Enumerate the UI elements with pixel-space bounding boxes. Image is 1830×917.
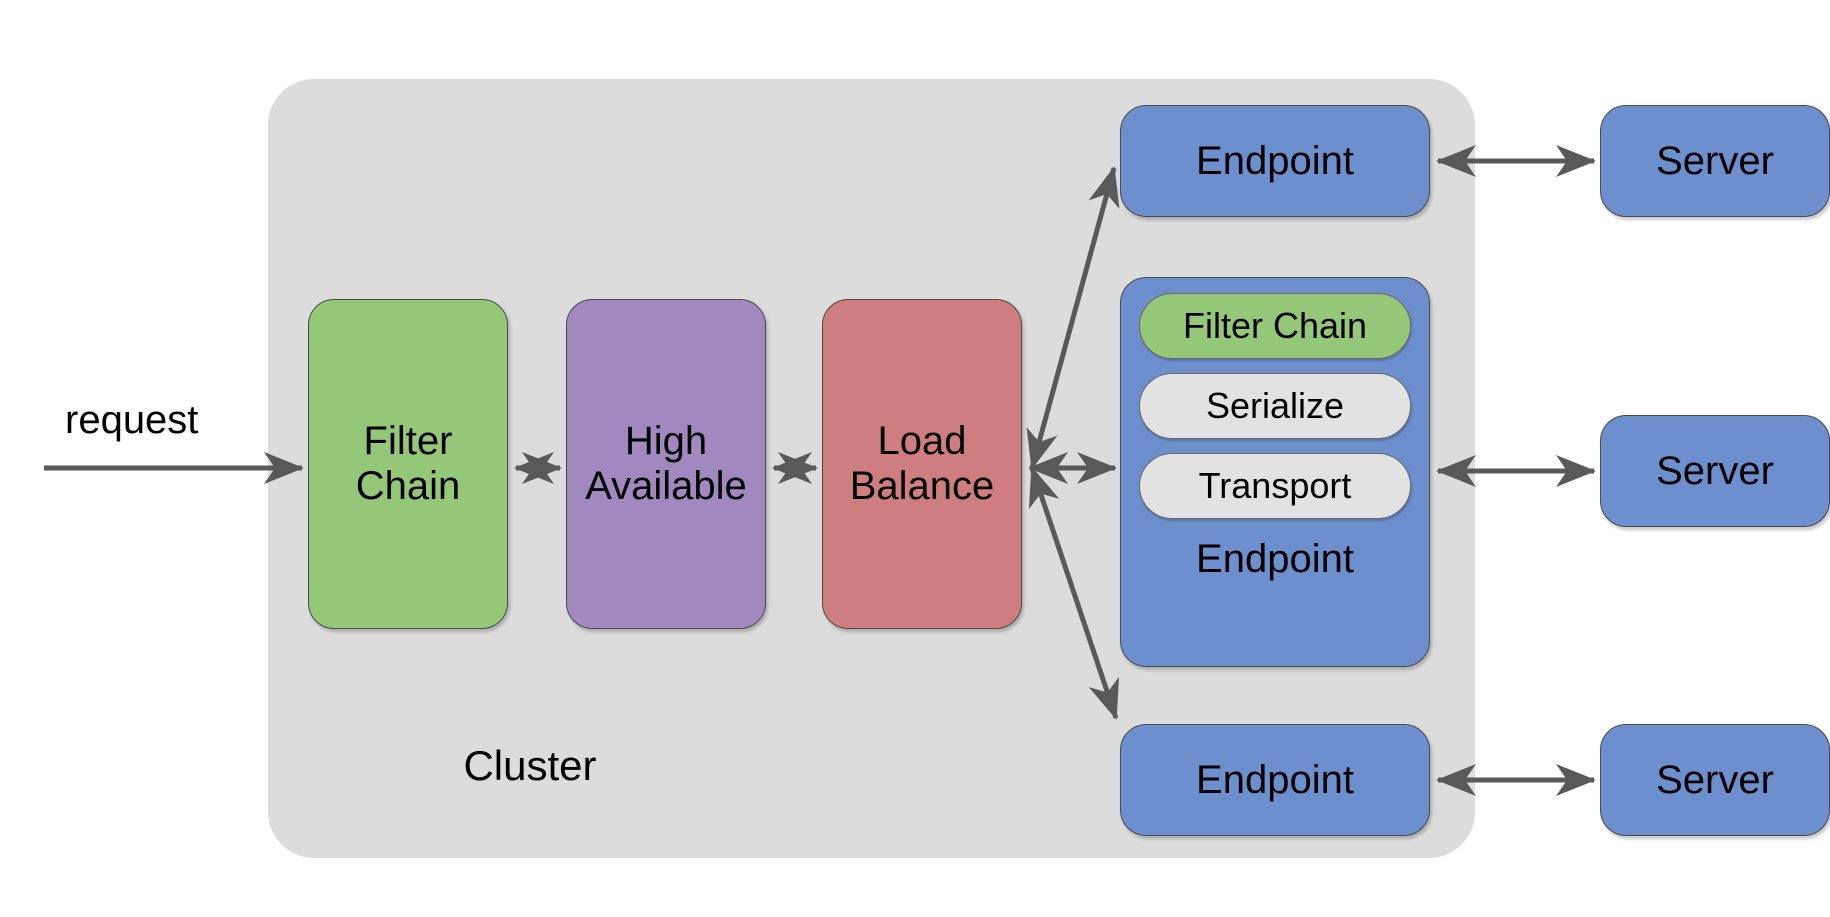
- node-load-balance-line2: Balance: [849, 464, 995, 508]
- node-high-available-line2: Available: [585, 464, 747, 508]
- node-endpoint-top-label: Endpoint: [1196, 138, 1354, 183]
- node-load-balance[interactable]: Load Balance: [822, 299, 1022, 629]
- endpoint-filter-chain-pill[interactable]: Filter Chain: [1139, 293, 1411, 359]
- node-high-available-line1: High: [624, 419, 708, 464]
- endpoint-serialize-pill[interactable]: Serialize: [1139, 373, 1411, 439]
- endpoint-filter-chain-pill-label: Filter Chain: [1182, 305, 1368, 346]
- node-endpoint-expanded[interactable]: Filter Chain Serialize Transport Endpoin…: [1120, 277, 1430, 667]
- node-filter-chain-line2: Chain: [355, 464, 461, 508]
- node-high-available-text: High Available: [585, 419, 747, 509]
- endpoint-transport-pill[interactable]: Transport: [1139, 453, 1411, 519]
- node-server-bottom-label: Server: [1656, 757, 1774, 802]
- node-server-top-label: Server: [1656, 138, 1774, 183]
- node-filter-chain-line1: Filter: [363, 419, 453, 464]
- node-endpoint-top[interactable]: Endpoint: [1120, 105, 1430, 217]
- node-load-balance-text: Load Balance: [850, 419, 995, 509]
- node-endpoint-bottom-label: Endpoint: [1196, 757, 1354, 802]
- request-label: request: [65, 398, 199, 442]
- node-server-top[interactable]: Server: [1600, 105, 1830, 217]
- cluster-label: Cluster: [463, 742, 597, 789]
- endpoint-transport-pill-label: Transport: [1198, 465, 1352, 506]
- node-filter-chain-text: Filter Chain: [356, 419, 461, 509]
- endpoint-serialize-pill-label: Serialize: [1205, 385, 1345, 426]
- node-server-mid[interactable]: Server: [1600, 415, 1830, 527]
- node-load-balance-line1: Load: [877, 419, 967, 464]
- node-endpoint-expanded-label: Endpoint: [1196, 537, 1354, 581]
- node-high-available[interactable]: High Available: [566, 299, 766, 629]
- node-filter-chain[interactable]: Filter Chain: [308, 299, 508, 629]
- node-server-mid-label: Server: [1656, 448, 1774, 493]
- node-server-bottom[interactable]: Server: [1600, 724, 1830, 836]
- node-endpoint-bottom[interactable]: Endpoint: [1120, 724, 1430, 836]
